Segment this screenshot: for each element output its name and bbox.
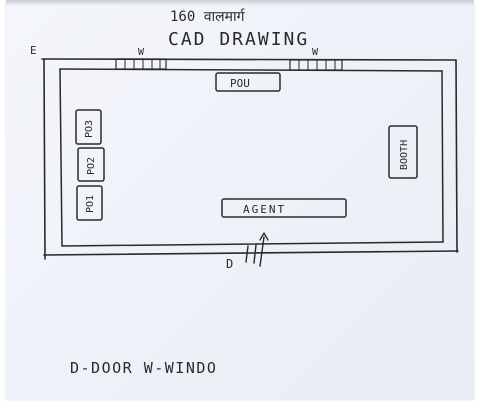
legend-text: D-DOOR W-WINDO xyxy=(70,359,217,377)
room-booth-box xyxy=(388,125,418,179)
room-po3-box xyxy=(75,109,102,145)
drawing-title: CAD DRAWING xyxy=(168,29,309,50)
window-right-mark: W xyxy=(312,47,319,58)
room-po1-label: PO1 xyxy=(85,195,96,213)
window-left-mark: W xyxy=(138,47,145,58)
room-pou-box xyxy=(215,72,281,92)
corner-mark: E xyxy=(30,44,37,57)
room-agent-box xyxy=(221,198,347,218)
room-pou-label: POU xyxy=(230,77,250,90)
door-symbol xyxy=(245,232,269,267)
door-mark: D xyxy=(226,257,233,271)
room-po3-label: PO3 xyxy=(84,120,95,138)
room-booth-label: BOOTH xyxy=(399,140,410,170)
inner-wall xyxy=(59,68,444,247)
outer-wall xyxy=(41,58,459,260)
scan-shadow xyxy=(6,0,474,6)
paper-sheet xyxy=(6,2,474,400)
room-agent-label: AGENT xyxy=(243,203,286,216)
top-note: 160 वालमार्ग xyxy=(170,8,246,25)
window-left xyxy=(115,58,167,70)
room-po1-box xyxy=(76,185,103,221)
window-right xyxy=(289,59,343,71)
room-po2-box xyxy=(77,147,105,182)
room-po2-label: PO2 xyxy=(86,157,97,175)
